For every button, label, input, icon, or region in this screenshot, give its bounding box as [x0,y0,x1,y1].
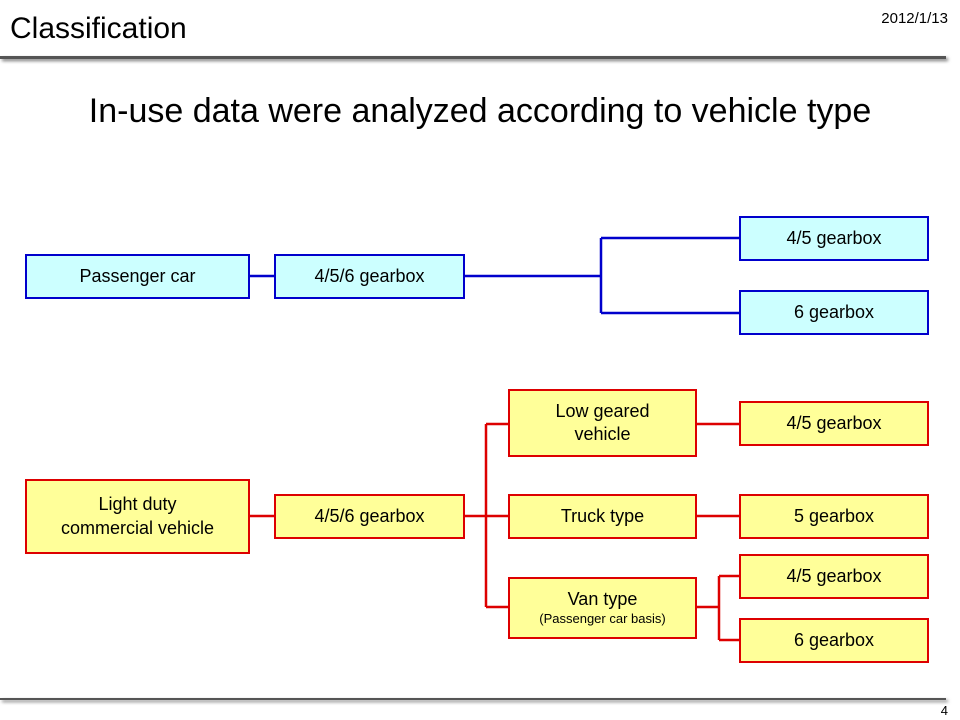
node-van-6-gearbox: 6 gearbox [739,618,929,663]
page-number: 4 [940,703,948,718]
node-van-45-gearbox: 4/5 gearbox [739,554,929,599]
node-truck-type: Truck type [508,494,697,539]
node-label-line1: Light duty [98,494,177,515]
node-truck-5-gearbox: 5 gearbox [739,494,929,539]
node-label: Van type [567,588,638,609]
node-label: 4/5 gearbox [786,412,882,433]
node-sublabel: (Passenger car basis) [539,611,666,627]
slide-date: 2012/1/13 [881,10,948,27]
node-label-line2: commercial vehicle [60,517,215,538]
node-label: Truck type [560,505,645,526]
slide-header-title: Classification [10,12,187,45]
node-low-geared-vehicle: Low geared vehicle [508,389,697,457]
node-low-geared-45-gearbox: 4/5 gearbox [739,401,929,446]
node-label: 6 gearbox [793,301,875,322]
slide-main-title: In-use data were analyzed according to v… [88,92,872,130]
node-label: Passenger car [79,265,196,286]
node-label: 4/5 gearbox [786,565,882,586]
node-label-line1: Low geared [555,400,650,421]
node-commercial-gearbox: 4/5/6 gearbox [274,494,465,539]
node-van-type: Van type (Passenger car basis) [508,577,697,639]
node-label: 4/5/6 gearbox [314,505,425,526]
header-divider [0,56,946,59]
node-passenger-car: Passenger car [25,254,250,299]
node-label-line2: vehicle [574,424,631,444]
node-label: 4/5 gearbox [786,227,882,248]
footer-divider [0,698,946,700]
node-label: 6 gearbox [793,629,875,650]
node-light-duty-commercial-vehicle: Light duty commercial vehicle [25,479,250,554]
node-passenger-gearbox: 4/5/6 gearbox [274,254,465,299]
node-passenger-6-gearbox: 6 gearbox [739,290,929,335]
node-label: 5 gearbox [793,505,875,526]
node-passenger-45-gearbox: 4/5 gearbox [739,216,929,261]
node-label: 4/5/6 gearbox [314,265,425,286]
